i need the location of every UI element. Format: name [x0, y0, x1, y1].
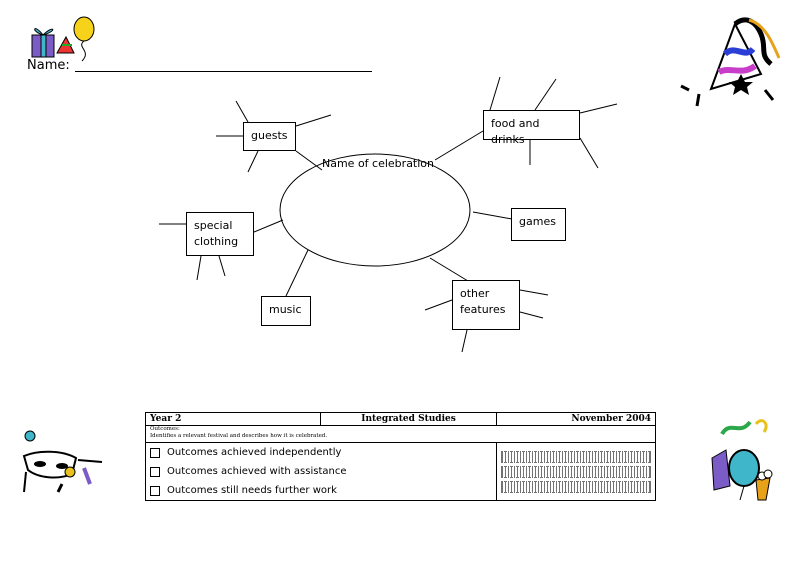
- outcomes-cell: Outcomes: Identifies a relevant festival…: [145, 425, 656, 443]
- options-cell: Outcomes achieved independently Outcomes…: [145, 442, 497, 501]
- checkbox-icon[interactable]: [150, 466, 160, 477]
- option-label: Outcomes achieved with assistance: [167, 466, 347, 477]
- center-label: Name of celebration: [322, 157, 435, 170]
- assessment-table: Year 2 Integrated Studies November 2004 …: [144, 412, 656, 501]
- stamp-image: [501, 465, 651, 478]
- option-assistance[interactable]: Outcomes achieved with assistance: [150, 462, 492, 481]
- name-field[interactable]: [75, 71, 372, 72]
- node-music: music: [261, 296, 311, 326]
- option-further-work[interactable]: Outcomes still needs further work: [150, 481, 492, 500]
- stamp-image: [501, 480, 651, 493]
- name-label: Name:: [27, 58, 70, 73]
- stamp-image: [501, 450, 651, 463]
- checkbox-icon[interactable]: [150, 485, 160, 496]
- party-hat-clipart: [680, 17, 781, 107]
- option-label: Outcomes achieved independently: [167, 447, 342, 458]
- node-games: games: [511, 208, 566, 241]
- stamp-cell: [496, 442, 656, 501]
- outcomes-text: Identifies a relevant festival and descr…: [150, 433, 328, 439]
- gift-balloon-clipart: [31, 16, 95, 62]
- subject-cell: Integrated Studies: [320, 412, 497, 426]
- party-balloon-clipart: [711, 419, 773, 501]
- node-food-and-drinks: food and drinks: [483, 110, 580, 146]
- option-label: Outcomes still needs further work: [167, 485, 337, 496]
- node-other-features: other features: [452, 280, 520, 330]
- option-independent[interactable]: Outcomes achieved independently: [150, 443, 492, 462]
- party-mask-clipart: [22, 430, 103, 493]
- node-special-clothing: special clothing: [186, 212, 254, 256]
- date-cell: November 2004: [496, 412, 656, 426]
- year-cell: Year 2: [144, 412, 322, 426]
- checkbox-icon[interactable]: [150, 447, 160, 458]
- outcomes-label: Outcomes:: [150, 426, 180, 432]
- node-guests: guests: [243, 122, 296, 151]
